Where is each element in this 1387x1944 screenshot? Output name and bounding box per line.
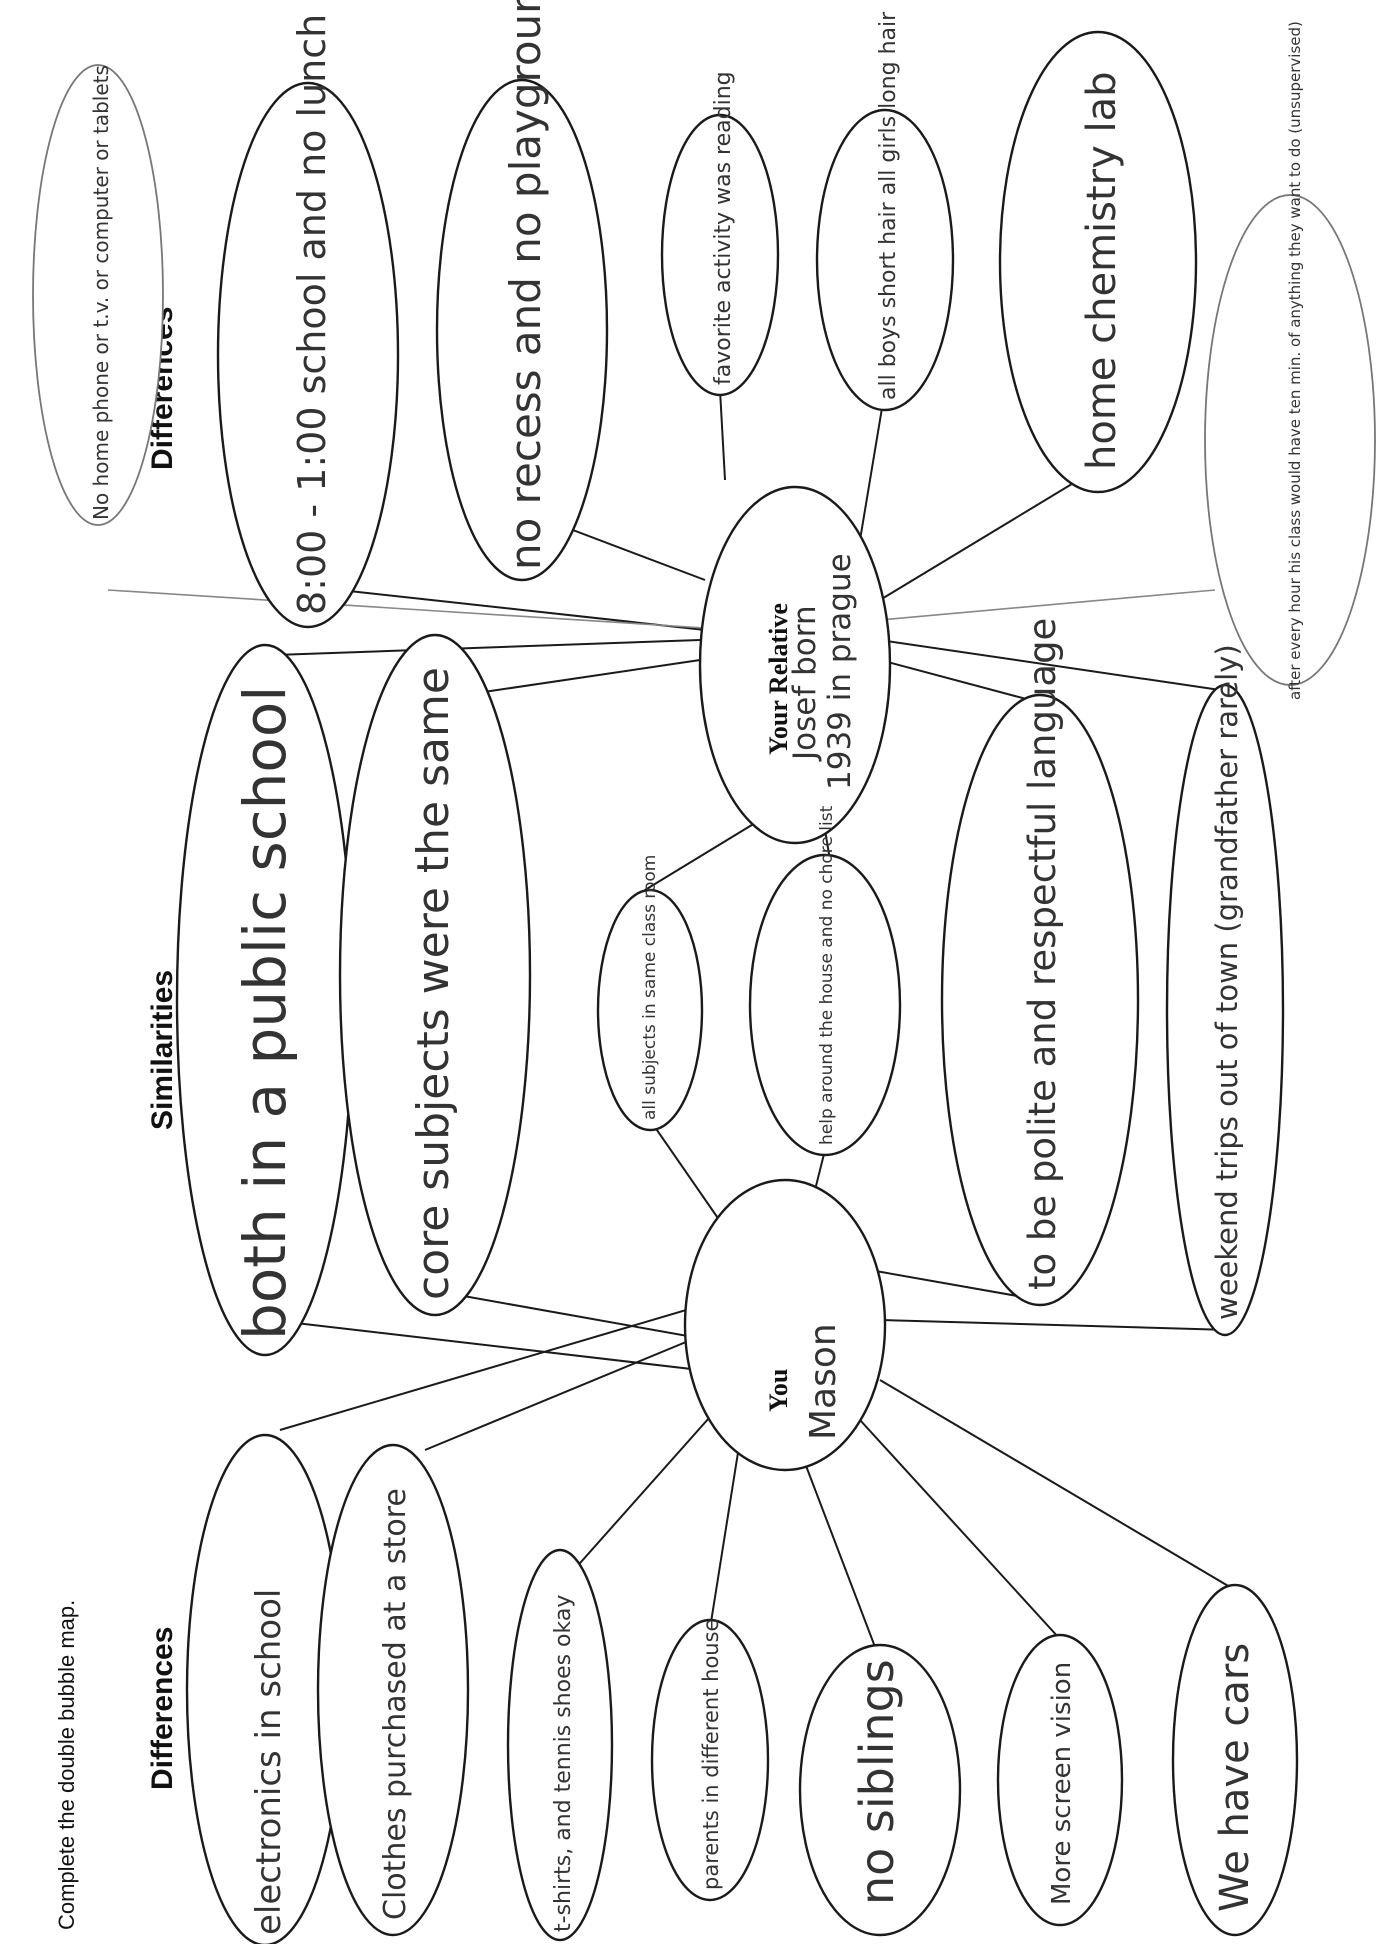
relative-difference-bubble-pencil: after every hour his class would have te… [1204, 21, 1376, 700]
relative-difference-bubble: 8:00 - 1:00 school and no lunch ELEMENTA… [216, 0, 400, 629]
instruction-text: Complete the double bubble map. [54, 1600, 79, 1930]
header-similarities: Similarities [146, 970, 179, 1130]
similarity-bubble: to be polite and respectful language [940, 618, 1140, 1307]
you-difference-bubble: More screen vision [996, 1633, 1124, 1927]
relative-difference-bubble: home chemistry lab [998, 30, 1198, 494]
relative-difference-text: favorite activity was reading [711, 71, 736, 385]
you-label: You [764, 1369, 793, 1412]
relative-difference-bubble: favorite activity was reading [660, 71, 780, 397]
you-differences: electronics in school Clothes purchased … [185, 1433, 1299, 1944]
relative-difference-text: after every hour his class would have te… [1286, 21, 1304, 700]
similarity-text: to be polite and respectful language [1021, 618, 1064, 1290]
similarities-bubbles: both in a public school core subjects we… [175, 618, 1285, 1357]
relative-difference-bubble: no recess and no playground [435, 0, 609, 582]
relative-difference-text: all boys short hair all girls long hair [876, 11, 901, 400]
similarity-text: core subjects were the same [408, 667, 459, 1300]
you-difference-bubble: Clothes purchased at a store [316, 1443, 470, 1937]
similarity-text: weekend trips out of town (grandfather r… [1210, 644, 1244, 1320]
header-differences-you: Differences [146, 1627, 179, 1790]
relative-difference-text: home chemistry lab [1079, 71, 1125, 470]
similarity-bubble: core subjects were the same [338, 633, 532, 1317]
you-difference-bubble: no siblings [798, 1643, 962, 1937]
you-difference-text: t-shirts, and tennis shoes okay [551, 1595, 576, 1932]
relative-difference-text: 8:00 - 1:00 school and no lunch ELEMENTA… [290, 0, 334, 615]
similarity-bubble: all subjects in same class room [596, 855, 704, 1132]
relative-difference-text: no recess and no playground [501, 0, 550, 570]
you-difference-text: We have cars [1212, 1643, 1258, 1912]
you-name: Mason [803, 1323, 844, 1440]
relative-difference-bubble: all boys short hair all girls long hair [815, 11, 955, 412]
similarity-bubble: weekend trips out of town (grandfather r… [1165, 644, 1285, 1337]
you-node: You Mason [683, 1178, 887, 1472]
relative-differences: 8:00 - 1:00 school and no lunch ELEMENTA… [32, 0, 1376, 700]
you-difference-bubble: electronics in school [185, 1433, 345, 1944]
you-difference-text: Clothes purchased at a store [378, 1488, 413, 1920]
relative-difference-bubble-pencil: No home phone or t.v. or computer or tab… [32, 64, 164, 526]
you-difference-text: no siblings [850, 1659, 904, 1905]
header-area: Complete the double bubble map. Differen… [54, 307, 179, 1930]
relative-label: Your Relative [764, 603, 793, 755]
you-difference-bubble: We have cars [1171, 1583, 1299, 1937]
relative-difference-text: No home phone or t.v. or computer or tab… [89, 65, 113, 520]
relative-node: Your Relative Josef born 1939 in prague [698, 485, 892, 845]
you-difference-bubble: parents in different house [650, 1619, 770, 1902]
relative-line1: Josef born [787, 605, 823, 762]
relative-line2: 1939 in prague [822, 553, 858, 790]
similarity-bubble: both in a public school [175, 643, 355, 1357]
you-difference-text: electronics in school [249, 1589, 289, 1935]
similarity-text: help around the house and no chore list [817, 805, 837, 1145]
you-difference-bubble: t-shirts, and tennis shoes okay [506, 1548, 614, 1942]
similarity-text: both in a public school [231, 686, 299, 1340]
similarity-text: all subjects in same class room [640, 855, 660, 1120]
similarity-bubble: help around the house and no chore list [748, 805, 902, 1157]
connector-lines [107, 389, 1236, 1661]
you-difference-text: More screen vision [1047, 1662, 1077, 1905]
you-difference-text: parents in different house [699, 1619, 723, 1890]
